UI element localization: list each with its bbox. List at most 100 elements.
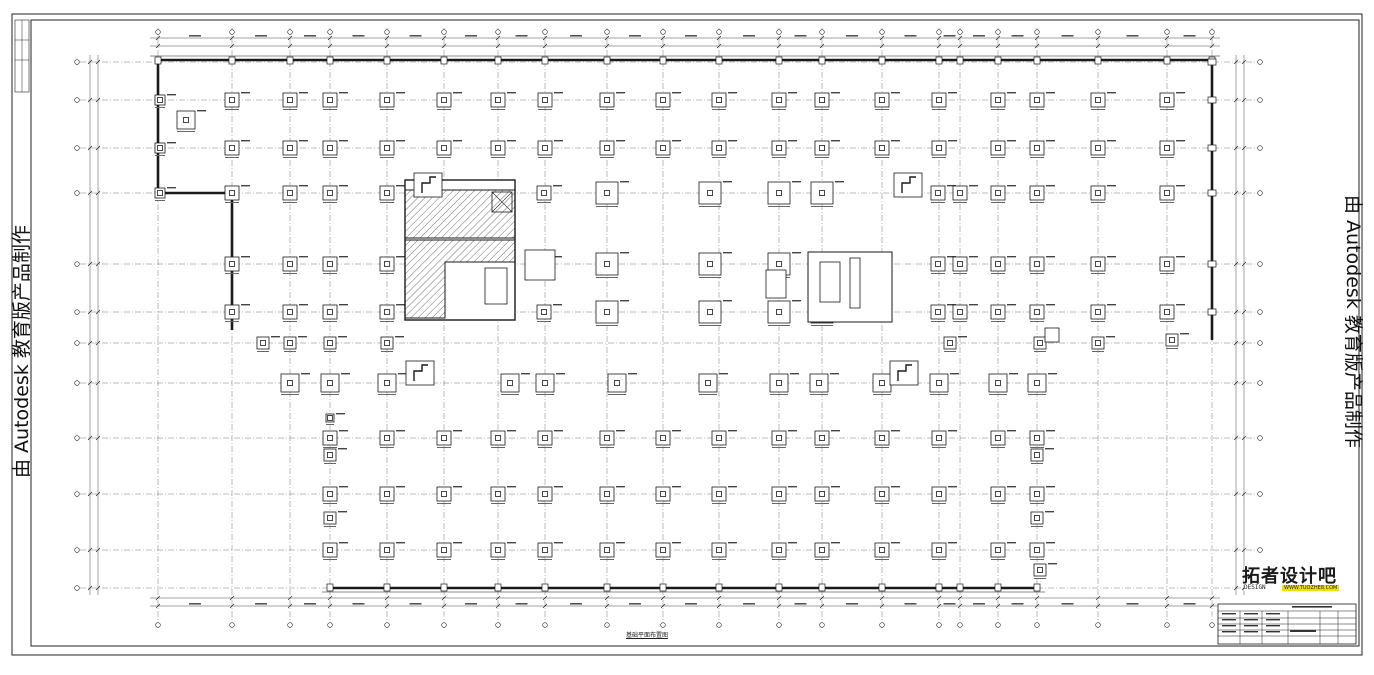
column-stub (495, 547, 501, 553)
grid-bubble-bottom (957, 622, 963, 628)
footing-label (299, 92, 308, 94)
wall-pilaster (440, 56, 448, 65)
footing-dimension (380, 503, 394, 504)
footing-label (1046, 430, 1055, 432)
sheet-frame (11, 13, 1363, 656)
footing-dimension (712, 109, 726, 110)
footing-dimension (991, 321, 1005, 322)
footing-label (948, 542, 957, 544)
dimension-tick (1233, 340, 1239, 346)
wall-pilaster (286, 56, 294, 65)
column-stub (541, 309, 547, 315)
grid-bubble-right (1257, 145, 1263, 151)
column-stub (604, 190, 610, 196)
dimension-tick (1095, 43, 1101, 49)
column-stub (776, 97, 782, 103)
column-stub (707, 261, 713, 267)
footing-label (947, 185, 956, 187)
column-stub (229, 145, 235, 151)
grid-bubble-right (1257, 59, 1263, 65)
column-stub (995, 190, 1001, 196)
dimension-tick (155, 603, 161, 609)
column-stub (936, 97, 942, 103)
column-stub (935, 261, 941, 267)
grid-bubble-bottom (1209, 622, 1215, 628)
column-stub (1034, 452, 1040, 458)
dimension-text (743, 35, 755, 37)
grid-bubble-top (1164, 29, 1170, 35)
dimension-tick (87, 145, 93, 151)
dimension-tick (1164, 595, 1170, 601)
axis-grid (74, 28, 1263, 628)
wall-pilaster (1033, 56, 1041, 65)
title-block-text (1244, 613, 1258, 615)
footing-dimension (225, 321, 239, 322)
dimension-text (1183, 35, 1196, 37)
column-stub (229, 190, 235, 196)
wall-pilaster (878, 56, 886, 65)
footing-dimension (380, 202, 394, 203)
grid-bubble-bottom (495, 622, 501, 628)
footing-label (554, 542, 563, 544)
footing-dimension (712, 559, 726, 560)
dimension-tick (1209, 35, 1215, 41)
column-stub (327, 491, 333, 497)
grid-bubble-top (495, 29, 501, 35)
footing-dimension (930, 394, 948, 395)
footing-dimension (768, 325, 790, 326)
footing-dimension (811, 325, 833, 326)
dimension-text (465, 35, 477, 37)
footing-label (891, 542, 900, 544)
column-stub (441, 97, 447, 103)
column-stub (995, 261, 1001, 267)
footing-dimension (155, 155, 165, 156)
dimension-tick (1233, 435, 1239, 441)
footing-label (339, 185, 348, 187)
footing-label (723, 181, 732, 183)
column-stub (327, 190, 333, 196)
grid-bubble-left (74, 190, 80, 196)
dimension-tick (995, 603, 1001, 609)
dimension-tick (1233, 145, 1239, 151)
column-stub (1034, 145, 1040, 151)
dimension-tick (441, 43, 447, 49)
dimension-text (570, 35, 582, 37)
dimension-tick (287, 595, 293, 601)
footing-label (616, 430, 625, 432)
dimension-tick (542, 43, 548, 49)
column-stub (716, 145, 722, 151)
title-block (1217, 603, 1357, 645)
footing-dimension (815, 503, 829, 504)
title-block-text (1244, 631, 1258, 633)
footing-dimension (932, 157, 946, 158)
footing-dimension (380, 321, 394, 322)
grid-bubble-right (1257, 340, 1263, 346)
dimension-tick (87, 261, 93, 267)
core-area (404, 172, 1060, 386)
footing-label (948, 92, 957, 94)
logo-name: 拓者设计吧 (1242, 566, 1337, 587)
footing-dimension (283, 321, 297, 322)
dimension-text (794, 603, 807, 605)
footing-label (1107, 304, 1116, 306)
footing-label (723, 252, 732, 254)
title-block-text (1292, 606, 1332, 608)
footing-label (1048, 373, 1057, 375)
dimension-tick (95, 435, 101, 441)
dimension-tick (1233, 585, 1239, 591)
footing-dimension (537, 202, 551, 203)
wall-pilaster (1207, 144, 1217, 152)
footing-label (338, 511, 347, 513)
wall-pilaster (494, 56, 502, 65)
column-stub (384, 491, 390, 497)
footing-dimension (932, 109, 946, 110)
stair-shaft (491, 191, 513, 213)
column-stub (157, 145, 163, 151)
wall-pilaster (659, 56, 667, 65)
footing-dimension (283, 109, 297, 110)
footing-label (788, 486, 797, 488)
wall-pilaster (541, 56, 549, 65)
footing-label (950, 373, 959, 375)
footing-label (948, 430, 957, 432)
dimension-text (465, 603, 477, 605)
